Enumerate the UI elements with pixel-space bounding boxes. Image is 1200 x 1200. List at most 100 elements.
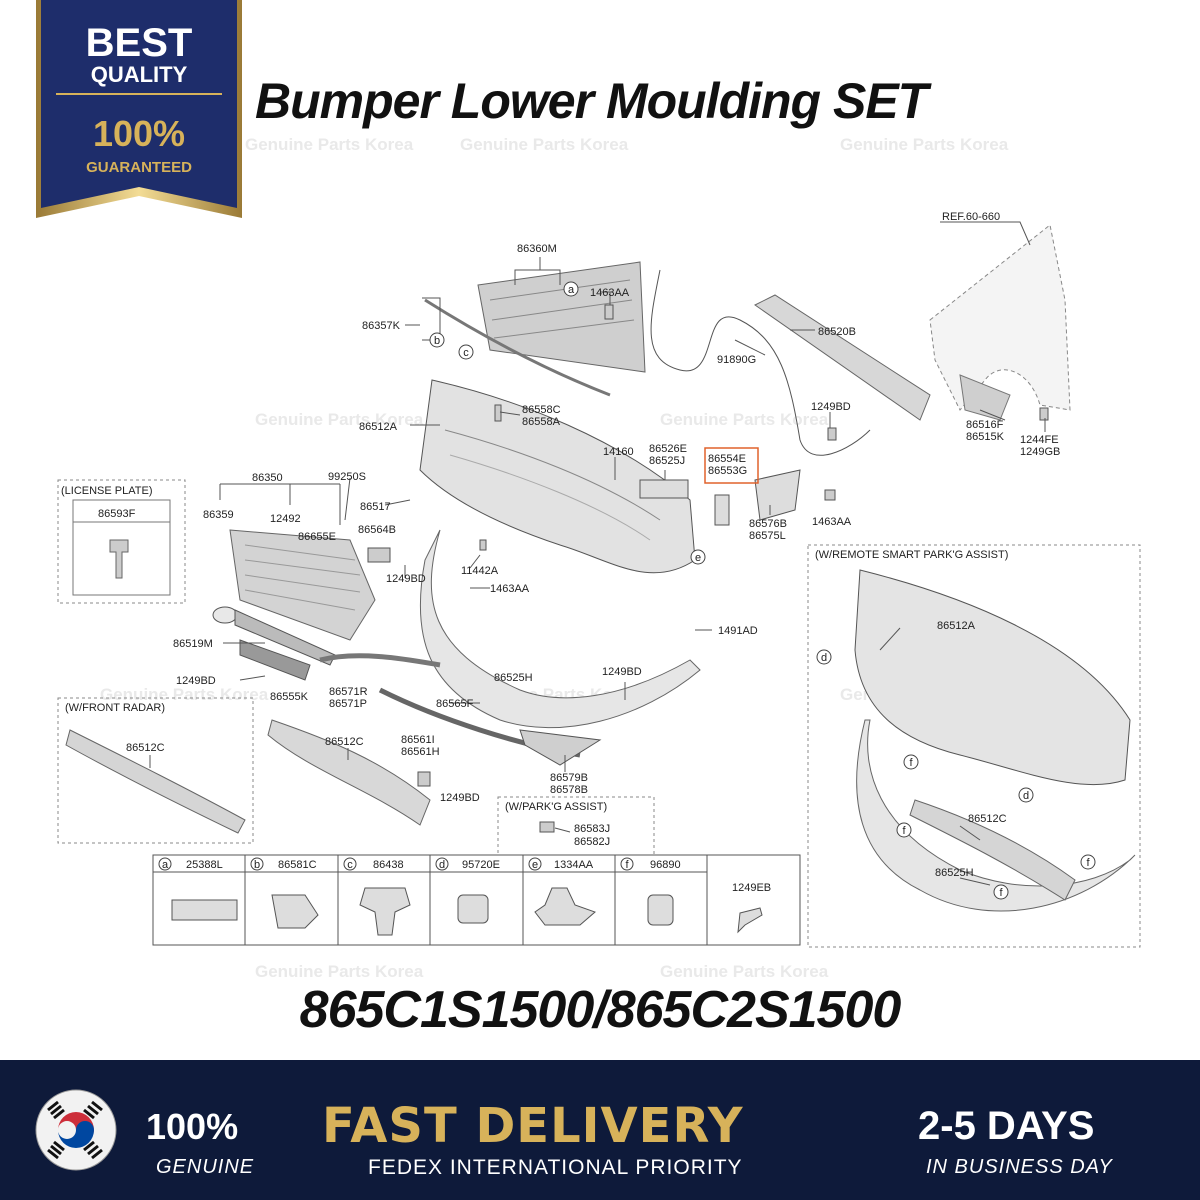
callout-d: d xyxy=(1023,790,1029,802)
nut-icon xyxy=(534,887,596,926)
front-radar-box xyxy=(57,697,254,844)
fastener-legend-table: a b c d e f 25388L 86581C 86438 95720E 1… xyxy=(152,854,801,946)
fender-outline-shape xyxy=(929,224,1071,411)
part-label: 86516F xyxy=(966,419,1004,431)
part-label: 1249BD xyxy=(602,666,642,678)
footer-banner: 100% GENUINE FAST DELIVERY FEDEX INTERNA… xyxy=(0,1060,1200,1200)
part-label: 86578B xyxy=(550,784,588,796)
part-label: 1249BD xyxy=(811,401,851,413)
sensor-icon xyxy=(457,894,489,924)
part-label: 86571P xyxy=(329,698,367,710)
part-label: 86519M xyxy=(173,638,213,650)
clip-icon xyxy=(359,887,411,936)
part-label: 1463AA xyxy=(490,583,530,595)
energy-absorber-shape xyxy=(754,294,931,421)
part-label: 86520B xyxy=(818,326,856,338)
part-label: 86526E xyxy=(649,443,687,455)
part-label: 1249GB xyxy=(1020,446,1060,458)
part-label: 86512C xyxy=(325,736,364,748)
label-sticker-icon xyxy=(171,899,238,921)
box-license-plate: (LICENSE PLATE) xyxy=(61,485,153,497)
moulding-86571-shape xyxy=(319,653,441,668)
legend-part: 1249EB xyxy=(732,882,771,894)
part-label: 86512A xyxy=(359,421,398,433)
highlighted-part-box xyxy=(704,447,759,484)
fedex-priority: FEDEX INTERNATIONAL PRIORITY xyxy=(368,1156,743,1179)
legend-key: f xyxy=(625,859,629,871)
part-label: 86565F xyxy=(436,698,474,710)
lower-grille-radar-shape xyxy=(65,729,246,834)
part-label-highlighted: 86553G xyxy=(708,465,747,477)
watermark: Genuine Parts Korea xyxy=(460,135,629,154)
part-label: 86655E xyxy=(298,531,336,543)
part-label: 86561I xyxy=(401,734,435,746)
legend-part: 96890 xyxy=(650,859,681,871)
part-label: 86350 xyxy=(252,472,283,484)
sensor-icon xyxy=(647,894,674,926)
remote-bumper-shape xyxy=(854,569,1131,786)
legend-part: 86581C xyxy=(278,859,317,871)
part-label: 86525H xyxy=(935,867,974,879)
badge-line1: BEST xyxy=(86,21,193,65)
part-label: 86359 xyxy=(203,509,234,521)
legend-key: e xyxy=(532,859,538,871)
badge-line4: GUARANTEED xyxy=(86,159,192,176)
callout-f: f xyxy=(1086,857,1090,869)
part-label: 86515K xyxy=(966,431,1005,443)
screw-icon xyxy=(109,539,129,579)
screw-icon xyxy=(737,907,763,934)
badge-line3: 100% xyxy=(93,113,185,154)
part-label: 86512C xyxy=(968,813,1007,825)
part-label: 99250S xyxy=(328,471,366,483)
part-label: 1463AA xyxy=(812,516,852,528)
legend-key: d xyxy=(439,859,445,871)
part-label: 86525H xyxy=(494,672,533,684)
callout-f: f xyxy=(902,825,906,837)
part-label: 86593F xyxy=(98,508,136,520)
part-label: 86360M xyxy=(517,243,557,255)
legend-part: 95720E xyxy=(462,859,500,871)
part-label: 86564B xyxy=(358,524,396,536)
watermark: Genuine Parts Korea xyxy=(255,962,424,981)
part-label: 1249BD xyxy=(386,573,426,585)
korea-flag-icon xyxy=(35,1089,117,1171)
part-label: 86517 xyxy=(360,501,391,513)
watermark: Genuine Parts Korea xyxy=(100,685,269,704)
legend-key: b xyxy=(254,859,260,871)
part-label: 1491AD xyxy=(718,625,758,637)
box-park-assist: (W/PARK'G ASSIST) xyxy=(505,801,607,813)
legend-key: a xyxy=(162,859,169,871)
watermark: Genuine Parts Korea xyxy=(660,410,829,429)
part-label: 86525J xyxy=(649,455,685,467)
watermark: Genuine Parts Korea xyxy=(245,135,414,154)
box-remote-smart: (W/REMOTE SMART PARK'G ASSIST) xyxy=(815,549,1008,561)
part-label: 86512A xyxy=(937,620,976,632)
genuine-label: GENUINE xyxy=(156,1156,255,1178)
callout-a: a xyxy=(568,284,575,296)
part-label: 86575L xyxy=(749,530,786,542)
lower-grille-center-shape xyxy=(267,719,431,826)
badge-line2: QUALITY xyxy=(91,62,188,87)
business-day: IN BUSINESS DAY xyxy=(926,1156,1113,1178)
callout-f: f xyxy=(909,757,913,769)
part-label: 86555K xyxy=(270,691,309,703)
part-label: 86582J xyxy=(574,836,610,848)
park-assist-box xyxy=(497,796,655,856)
wiring-harness-shape xyxy=(650,269,871,456)
part-label: 86558A xyxy=(522,416,561,428)
upper-strip-shape xyxy=(424,298,611,397)
callout-b: b xyxy=(434,335,440,347)
part-label: 1249BD xyxy=(176,675,216,687)
part-label: 86357K xyxy=(362,320,401,332)
watermark: Genuine Parts Korea xyxy=(840,135,1009,154)
callout-c: c xyxy=(463,347,469,359)
watermark: Genuine Parts Korea xyxy=(255,410,424,429)
legend-key: c xyxy=(347,859,353,871)
watermark: Genuine Parts Korea xyxy=(660,962,829,981)
genuine-percent: 100% xyxy=(146,1106,239,1147)
part-label-highlighted: 86554E xyxy=(708,453,746,465)
callout-d: d xyxy=(821,652,827,664)
part-label: 12492 xyxy=(270,513,301,525)
part-label: 91890G xyxy=(717,354,756,366)
legend-part: 25388L xyxy=(186,859,223,871)
